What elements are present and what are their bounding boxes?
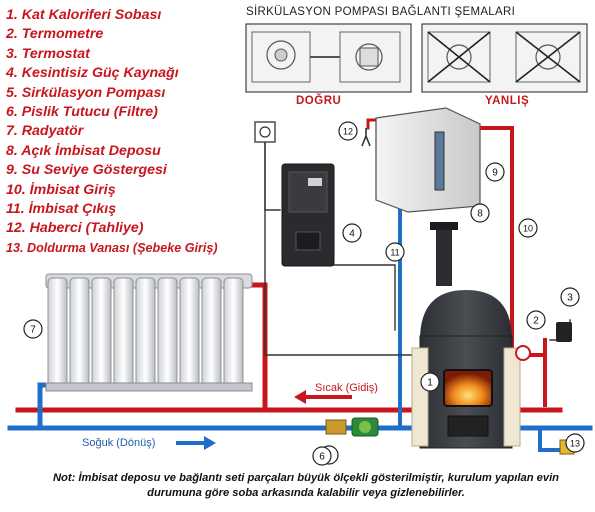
component-legend: 1. Kat Kaloriferi Sobası 2. Termometre 3… [6, 6, 218, 258]
callout-label: 4 [349, 229, 355, 240]
thermometer [515, 345, 531, 361]
legend-item: 1. Kat Kaloriferi Sobası [6, 7, 162, 23]
legend-item: 3. Termostat [6, 45, 90, 62]
legend-item: 12. Haberci (Tahliye) [6, 220, 144, 237]
callout-12: 12 [338, 121, 358, 141]
callout-label: 11 [390, 248, 399, 258]
callout-label: 12 [343, 127, 353, 137]
installation-note: Not: İmbisat deposu ve bağlantı seti par… [52, 472, 560, 499]
callout-3: 3 [560, 287, 580, 307]
callout-4: 4 [342, 223, 362, 243]
correct-label: DOĞRU [296, 95, 342, 107]
cold-flow-arrow [176, 436, 216, 450]
ups-unit [281, 163, 335, 267]
boiler-thermostat [556, 322, 572, 342]
callout-label: 3 [567, 293, 573, 304]
callout-7: 7 [23, 319, 43, 339]
callout-1: 1 [420, 372, 440, 392]
legend-item: 11. İmbisat Çıkış [6, 201, 117, 218]
callout-13: 13 [565, 433, 585, 453]
legend-item: 9. Su Seviye Göstergesi [6, 162, 167, 179]
callout-label: 13 [570, 439, 580, 449]
callout-9: 9 [485, 162, 505, 182]
callout-8: 8 [470, 203, 490, 223]
callout-label: 1 [427, 378, 433, 389]
legend-item: 4. Kesintisiz Güç Kaynağı [6, 65, 179, 82]
callout-2: 2 [526, 310, 546, 330]
callout-10: 10 [518, 218, 538, 238]
callout-6: 6 [312, 446, 332, 466]
pump-schema-title: SİRKÜLASYON POMPASI BAĞLANTI ŞEMALARI [246, 6, 516, 18]
callout-label: 8 [477, 209, 483, 220]
legend-item: 2. Termometre [6, 26, 104, 43]
callout-label: 2 [533, 316, 539, 327]
pump-schema-correct [245, 23, 412, 93]
legend-item: 5. Sirkülasyon Pompası [6, 84, 166, 101]
dirt-filter [325, 419, 347, 435]
hot-flow-arrow [294, 390, 352, 404]
room-thermostat [254, 121, 276, 143]
callout-label: 10 [523, 224, 533, 234]
callout-label: 7 [30, 325, 36, 336]
callout-markers: 12345678910111213 [23, 121, 585, 466]
stove [411, 222, 521, 449]
callout-label: 9 [492, 168, 498, 179]
cold-flow-label: Soğuk (Dönüş) [82, 437, 156, 449]
callout-label: 6 [319, 452, 325, 463]
expansion-tank [375, 107, 481, 213]
overflow-pipe [361, 128, 371, 147]
legend-item: 6. Pislik Tutucu (Filtre) [6, 104, 158, 121]
legend-item: 13. Doldurma Vanası (Şebeke Giriş) [6, 240, 218, 255]
pump-schema-wrong [421, 23, 588, 93]
callout-11: 11 [385, 242, 405, 262]
radiator [45, 273, 253, 392]
legend-item: 10. İmbisat Giriş [6, 181, 116, 198]
legend-item: 7. Radyatör [6, 123, 84, 140]
hot-flow-label: Sıcak (Gidiş) [315, 382, 378, 394]
circulation-pump [351, 417, 379, 437]
wrong-label: YANLIŞ [485, 95, 530, 107]
legend-item: 8. Açık İmbisat Deposu [6, 142, 161, 159]
